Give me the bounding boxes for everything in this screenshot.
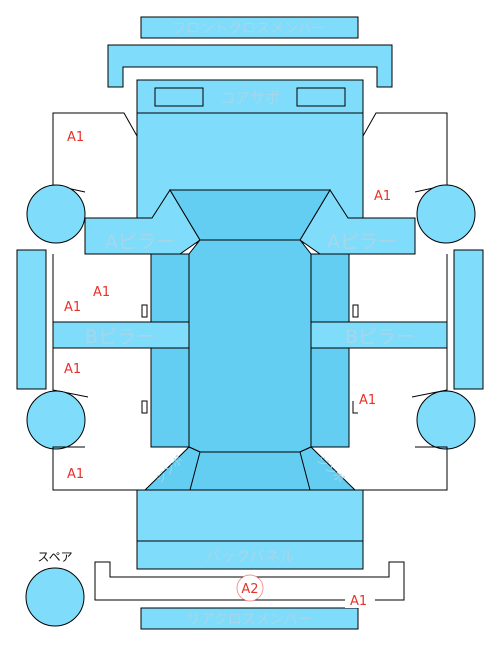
left-rear-door[interactable]: [52, 348, 89, 398]
back-panel-label: バックパネル: [205, 547, 294, 565]
mark-right-rear-door: A1: [359, 393, 376, 408]
back-panel[interactable]: [136, 540, 364, 570]
left-rear-door-handle[interactable]: [141, 400, 148, 414]
roof[interactable]: [188, 239, 312, 453]
mark-rear-bumper-center-ring: [236, 574, 264, 602]
b-pillar-left-label: Bピラー: [85, 326, 155, 348]
rear-right-fender[interactable]: [363, 446, 448, 491]
mark-rear-left-fender: A1: [67, 467, 84, 482]
left-front-door-handle[interactable]: [141, 304, 148, 318]
left-inner-rail[interactable]: [150, 253, 190, 448]
right-rear-door-handle[interactable]: [352, 401, 358, 414]
rocker-panel-left[interactable]: [16, 249, 47, 390]
mark-left-front-door-b: A1: [64, 300, 81, 315]
spare-tire[interactable]: [25, 567, 85, 627]
spare-label: スペア: [37, 550, 72, 564]
wheel-rear-left[interactable]: [26, 390, 86, 450]
mark-front-left-fender: A1: [67, 130, 84, 145]
headlight-left[interactable]: [154, 87, 204, 107]
mark-left-rear-door: A1: [64, 362, 81, 377]
a-pillar-right-label: Aピラー: [327, 231, 397, 253]
wheel-front-right[interactable]: [416, 184, 476, 244]
rear-left-fender[interactable]: [52, 446, 137, 491]
wheel-front-left[interactable]: [26, 184, 86, 244]
mark-left-front-door-a: A1: [93, 285, 110, 300]
right-inner-rail[interactable]: [310, 253, 350, 448]
rocker-panel-right[interactable]: [453, 249, 484, 390]
mark-front-right-fender: A1: [374, 189, 391, 204]
front-left-fender[interactable]: [52, 112, 138, 193]
wheel-rear-right[interactable]: [416, 390, 476, 450]
front-bumper[interactable]: [107, 44, 393, 88]
mark-rear-bumper-bg: [345, 592, 375, 608]
trunk-lid[interactable]: [136, 489, 364, 542]
a-pillar-left-label: Aピラー: [105, 231, 175, 253]
headlight-right[interactable]: [296, 87, 346, 107]
rear-cross-member-label: リアクロスメンバー: [186, 612, 311, 628]
right-rear-door[interactable]: [411, 348, 448, 398]
core-support-label: コアサポ: [220, 89, 280, 107]
mark-rear-bumper: A1: [350, 594, 367, 609]
front-cross-member[interactable]: [140, 16, 359, 39]
right-front-door-handle[interactable]: [352, 304, 359, 318]
mark-rear-bumper-center: A2: [241, 582, 258, 597]
rear-bumper[interactable]: [94, 561, 405, 601]
rear-cross-member[interactable]: [140, 607, 359, 630]
rear-window-inner[interactable]: [189, 451, 311, 491]
front-right-fender[interactable]: [362, 112, 448, 193]
b-pillar-right-label: Bピラー: [345, 326, 415, 348]
front-cross-member-label: フロントクロスメンバー: [172, 21, 326, 37]
